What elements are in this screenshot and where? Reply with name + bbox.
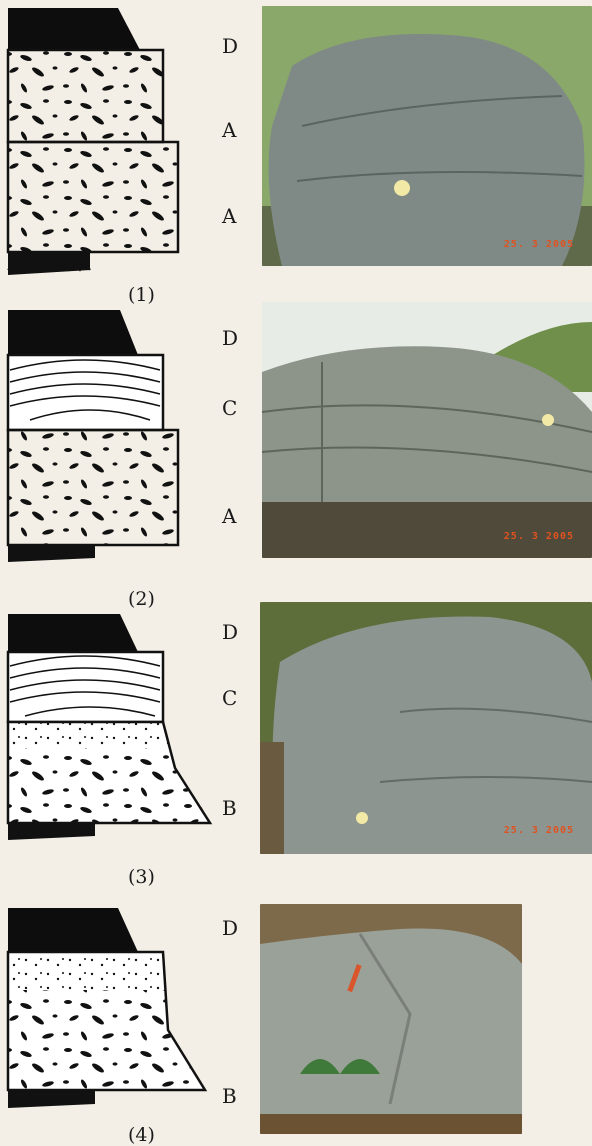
layer-a-upper xyxy=(8,50,163,142)
base-erosion xyxy=(8,545,95,562)
layer-label-1: D xyxy=(222,328,238,348)
field-photo-3: 25. 3 2005 xyxy=(260,602,592,854)
panel-1: D A A (1) 25. 3 2005 xyxy=(0,0,592,300)
layer-label-2: C xyxy=(222,398,237,418)
panel-caption: (4) xyxy=(128,1124,155,1146)
base-erosion xyxy=(8,252,90,275)
layer-a xyxy=(8,430,178,545)
base-erosion xyxy=(8,823,95,840)
date-stamp: 25. 3 2005 xyxy=(504,531,574,542)
layer-label-1: D xyxy=(222,918,238,938)
stratigraphic-column-4 xyxy=(0,900,220,1122)
stratigraphic-column-3 xyxy=(0,608,220,848)
date-stamp: 25. 3 2005 xyxy=(504,825,574,836)
layer-label-2: C xyxy=(222,688,237,708)
layer-label-3: A xyxy=(222,206,236,226)
layer-d-mud xyxy=(8,8,140,50)
layer-a-lower xyxy=(8,142,178,252)
layer-d-mud xyxy=(8,908,138,952)
panel-caption: (2) xyxy=(128,588,155,610)
layer-label-3: A xyxy=(222,506,236,526)
field-photo-4 xyxy=(260,904,522,1134)
layer-d-mud xyxy=(8,310,138,355)
stratigraphic-column-1 xyxy=(0,0,200,280)
layer-label-1: D xyxy=(222,36,238,56)
layer-label-3: B xyxy=(222,798,237,818)
panel-2: D C A (2) 25. 3 2005 xyxy=(0,300,592,610)
layer-label-2: A xyxy=(222,120,236,140)
layer-label-1: D xyxy=(222,622,238,642)
panel-3: D C B (3) 25. 3 2005 xyxy=(0,608,592,898)
field-photo-2: 25. 3 2005 xyxy=(262,302,592,558)
base-erosion xyxy=(8,1090,95,1108)
field-photo-1: 25. 3 2005 xyxy=(262,6,592,266)
date-stamp: 25. 3 2005 xyxy=(504,239,574,250)
panel-4: D B (4) xyxy=(0,900,592,1144)
layer-label-2: B xyxy=(222,1086,237,1106)
panel-caption: (3) xyxy=(128,866,155,888)
layer-d-mud xyxy=(8,614,138,652)
stratigraphic-column-2 xyxy=(0,300,200,570)
